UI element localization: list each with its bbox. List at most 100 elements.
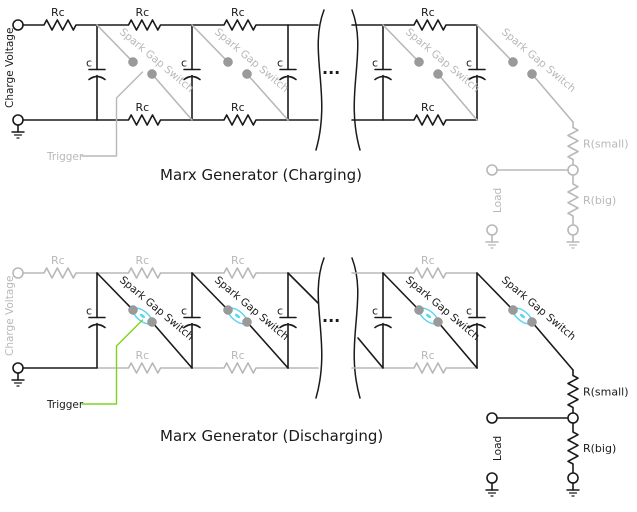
diagram-title: Marx Generator (Discharging) [160, 427, 383, 445]
ground-terminal [12, 362, 24, 374]
r-small-label: R(small) [583, 386, 629, 399]
spark-gap-wire [382, 24, 420, 63]
resistor-label-rc: Rc [421, 254, 435, 267]
resistor-label-rc: Rc [136, 6, 150, 19]
spark-gap-electrode [433, 69, 443, 79]
spark-gap-wire [191, 24, 229, 63]
spark-gap-wire [382, 272, 420, 311]
capacitor-label: c [372, 57, 378, 70]
spark-gap-electrode [527, 69, 537, 79]
spark-gap-wire [151, 321, 193, 369]
resistor [382, 114, 478, 126]
spark-gap-wire [437, 73, 478, 121]
resistor-label-rc: Rc [231, 101, 245, 114]
resistor [382, 267, 478, 279]
spark-gap-wire [96, 24, 134, 63]
spark-gap-wire [191, 272, 229, 311]
spark-gap-electrode [433, 317, 443, 327]
output-node [567, 164, 579, 176]
resistor [96, 19, 193, 31]
trigger-wire [81, 319, 144, 405]
spark-gap-electrode [414, 57, 424, 67]
resistor [567, 174, 579, 226]
ellipsis: ··· [322, 63, 340, 82]
output-node [567, 412, 579, 424]
load-label: Load [492, 436, 504, 461]
capacitor-label: c [466, 305, 472, 318]
diagram-title: Marx Generator (Charging) [160, 166, 362, 184]
spark-gap-wire [437, 321, 478, 369]
capacitor-label: c [86, 305, 92, 318]
resistor [567, 422, 579, 474]
trigger-wire [81, 71, 144, 157]
spark-gap-electrode [242, 69, 252, 79]
spark-gap-electrode [527, 317, 537, 327]
resistor-label-rc: Rc [136, 254, 150, 267]
spark-gap-electrode [508, 57, 518, 67]
resistor [191, 114, 289, 126]
resistor [191, 267, 289, 279]
spark-gap-wire [357, 337, 384, 369]
resistor-label-rc: Rc [136, 349, 150, 362]
resistor-label-rc: Rc [421, 349, 435, 362]
resistor-label-rc: Rc [136, 101, 150, 114]
spark-core [234, 313, 241, 319]
spark-gap-electrode [414, 305, 424, 315]
resistor [382, 19, 478, 31]
spark-gap-wire [476, 24, 514, 63]
spark-gap-electrode [147, 69, 157, 79]
resistor-label-rc: Rc [231, 349, 245, 362]
r-big-label: R(big) [583, 194, 616, 207]
ellipsis: ··· [322, 311, 340, 330]
break-marker [315, 9, 325, 151]
ground-terminal [12, 114, 24, 126]
spark-gap-wire [246, 73, 289, 121]
spark-gap-electrode [242, 317, 252, 327]
capacitor-label: c [86, 57, 92, 70]
spark-gap-wire [96, 272, 134, 311]
load-terminal [486, 164, 498, 176]
spark-core [139, 313, 146, 319]
charge-voltage-label: Charge Voltage [4, 276, 16, 356]
resistor-label-rc: Rc [421, 101, 435, 114]
load-ground-terminal [486, 472, 498, 484]
load-label: Load [492, 188, 504, 213]
break-marker [315, 257, 325, 399]
spark-gap-electrode [147, 317, 157, 327]
capacitor-label: c [466, 57, 472, 70]
break-marker [351, 257, 361, 399]
ground-terminal [567, 472, 579, 484]
trigger-label: Trigger [46, 151, 84, 163]
spark-gap-electrode [128, 57, 138, 67]
spark-gap-wire [287, 272, 319, 304]
resistor [22, 19, 98, 31]
resistor-label-rc: Rc [51, 6, 65, 19]
resistor [567, 369, 579, 414]
resistor [22, 267, 98, 279]
spark-gap-electrode [128, 305, 138, 315]
resistor [191, 19, 289, 31]
spark-core [425, 313, 432, 319]
resistor-label-rc: Rc [421, 6, 435, 19]
load-terminal [486, 412, 498, 424]
resistor-label-rc: Rc [51, 254, 65, 267]
resistor [382, 362, 478, 374]
break-marker [351, 9, 361, 151]
capacitor-label: c [181, 57, 187, 70]
spark-core [519, 313, 526, 319]
spark-gap-electrode [223, 305, 233, 315]
spark-gap-wire [531, 321, 574, 371]
resistor-label-rc: Rc [231, 6, 245, 19]
capacitor-label: c [277, 57, 283, 70]
spark-gap-wire [476, 272, 514, 311]
resistor [96, 267, 193, 279]
spark-gap-wire [246, 321, 289, 369]
resistor [567, 121, 579, 166]
resistor-label-rc: Rc [231, 254, 245, 267]
resistor [96, 362, 193, 374]
ground-terminal [567, 224, 579, 236]
r-big-label: R(big) [583, 442, 616, 455]
capacitor-label: c [372, 305, 378, 318]
